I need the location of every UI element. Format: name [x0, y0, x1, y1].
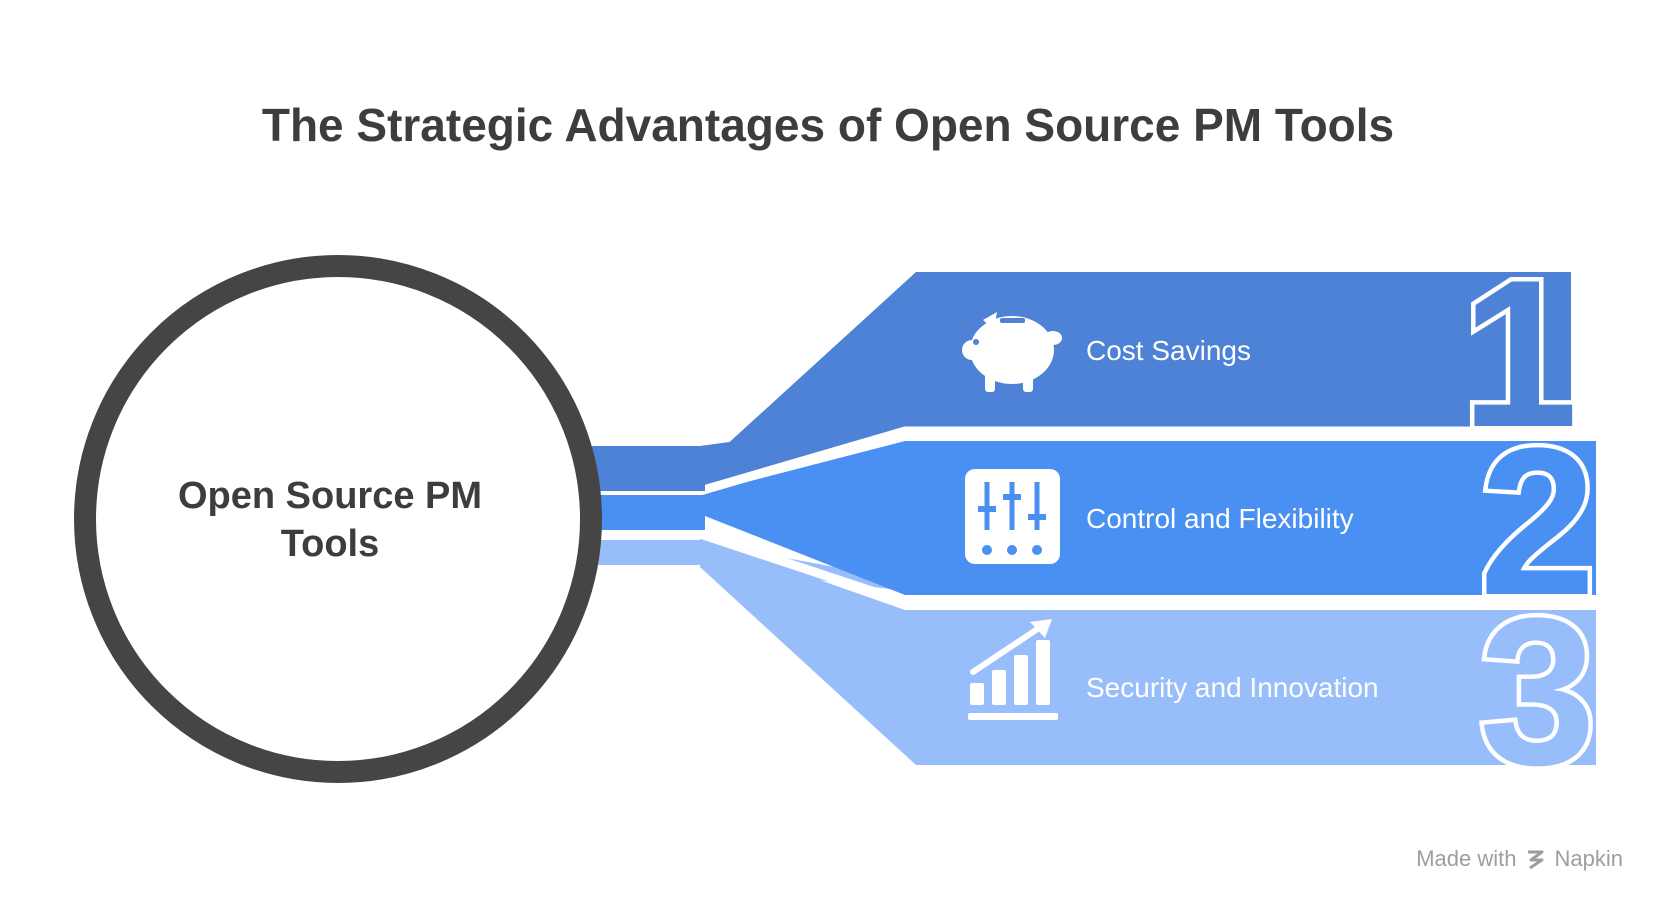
number-1: 1 — [1461, 236, 1578, 471]
center-circle — [74, 255, 602, 783]
center-label: Open Source PM — [178, 475, 482, 517]
number-3: 3 — [1479, 574, 1596, 809]
sliders-icon — [965, 469, 1060, 564]
item-label-control-flexibility: Control and Flexibility — [1086, 503, 1354, 534]
band-security-innovation — [700, 538, 1596, 765]
made-with-text: Made with — [1416, 846, 1517, 871]
piggy-bank-icon — [962, 312, 1062, 392]
band-control-flexibility — [700, 441, 1596, 595]
number-2: 2 — [1479, 404, 1596, 639]
band-cost-savings — [700, 272, 1571, 489]
growth-chart-icon — [968, 619, 1058, 720]
napkin-brand: Napkin — [1554, 846, 1623, 871]
item-label-cost-savings: Cost Savings — [1086, 335, 1251, 366]
page-title: The Strategic Advantages of Open Source … — [261, 99, 1395, 151]
napkin-logo-icon — [1527, 850, 1544, 870]
made-with-napkin: Made with Napkin — [1416, 846, 1623, 872]
center-label-line2: Tools — [281, 523, 380, 565]
item-label-security-innovation: Security and Innovation — [1086, 672, 1379, 703]
